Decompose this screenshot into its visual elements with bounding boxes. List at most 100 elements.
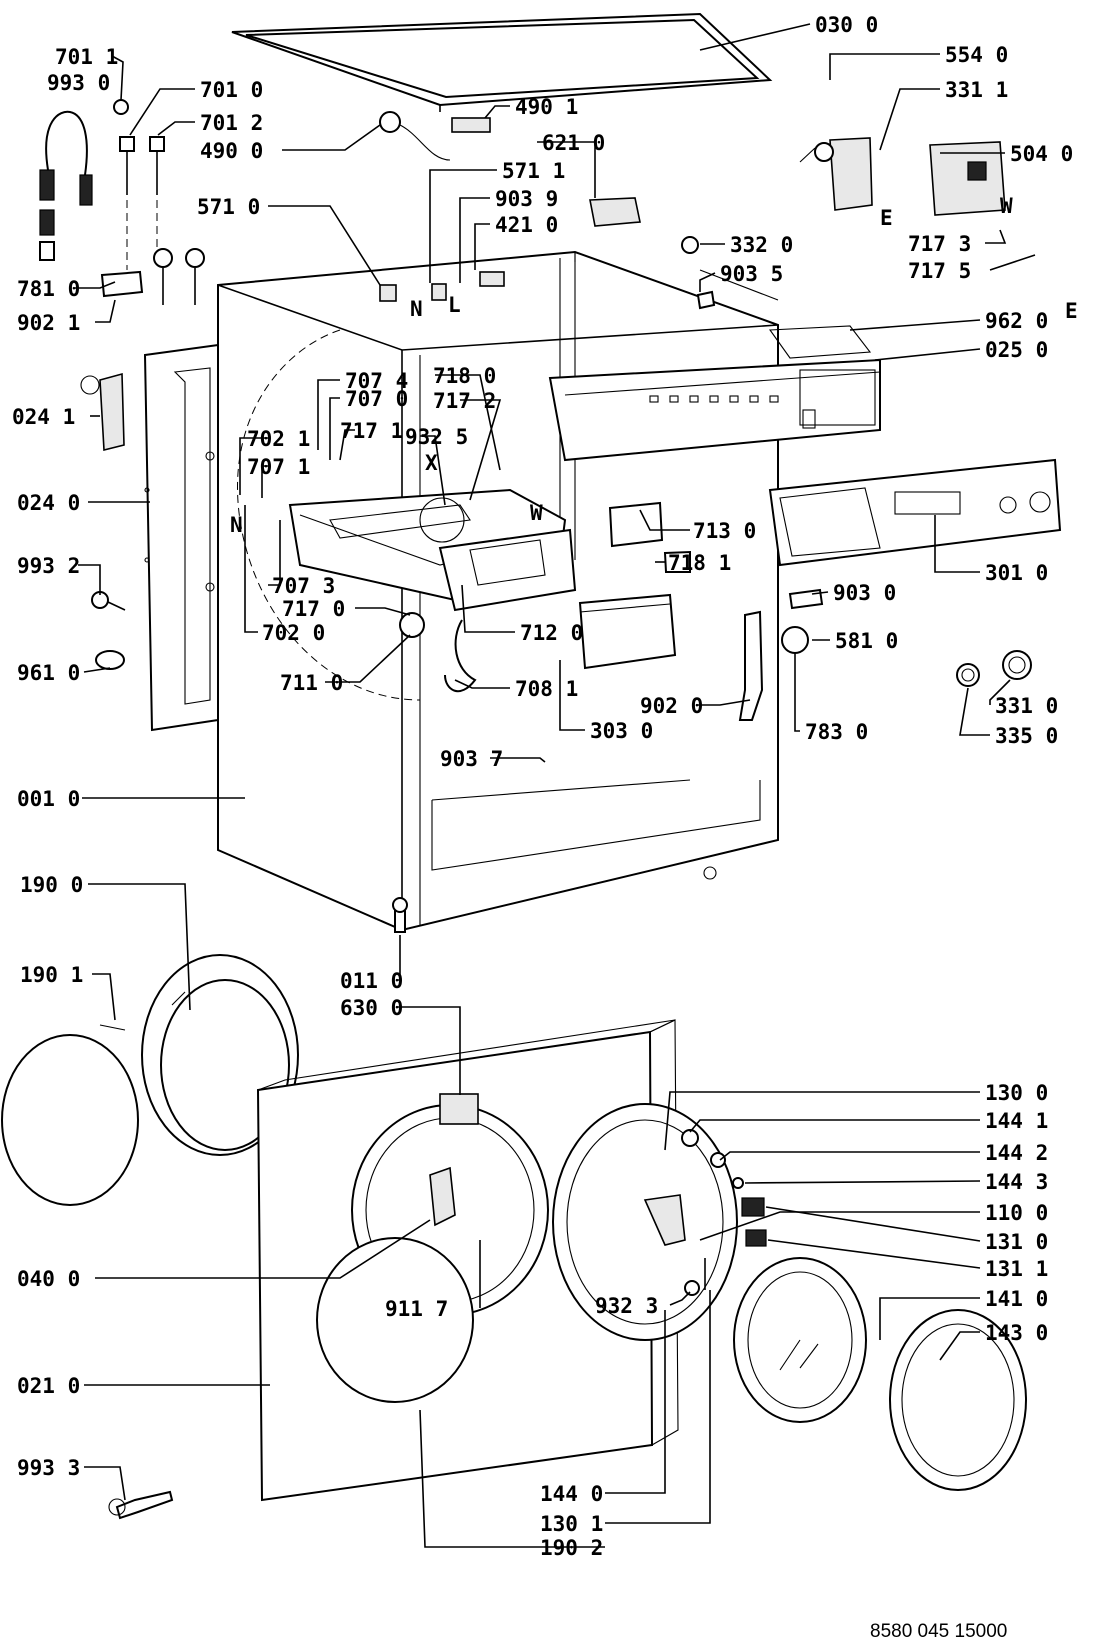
label-144-1: 144 1 <box>985 1109 1048 1133</box>
pressure-switch <box>781 626 809 720</box>
label-621-0: 621 0 <box>542 131 605 155</box>
label-903-0: 903 0 <box>833 581 896 605</box>
label-717-0: 717 0 <box>282 597 345 621</box>
valves-and-hoses <box>39 99 205 305</box>
dispenser-drawer <box>578 593 677 670</box>
label-144-2: 144 2 <box>985 1141 1048 1165</box>
label-335-0: 335 0 <box>995 724 1058 748</box>
label-190-2: 190 2 <box>540 1536 603 1560</box>
label-962-0: 962 0 <box>985 309 1048 333</box>
label-707-3: 707 3 <box>272 574 335 598</box>
label-903-9: 903 9 <box>495 187 558 211</box>
label-630-0: 630 0 <box>340 996 403 1020</box>
marker-e-2: E <box>1065 299 1078 323</box>
label-144-3: 144 3 <box>985 1170 1048 1194</box>
label-718-0: 718 0 <box>433 364 496 388</box>
label-902-0: 902 0 <box>640 694 703 718</box>
label-110-0: 110 0 <box>985 1201 1048 1225</box>
label-141-0: 141 0 <box>985 1287 1048 1311</box>
label-040-0: 040 0 <box>17 1267 80 1291</box>
label-024-1: 024 1 <box>12 405 75 429</box>
part-labels: 030 0 554 0 331 1 504 0 701 1 993 0 701 … <box>12 13 1073 1560</box>
label-717-3: 717 3 <box>908 232 971 256</box>
label-993-3: 993 3 <box>17 1456 80 1480</box>
marker-w-2: W <box>530 501 543 525</box>
label-490-1: 490 1 <box>515 95 578 119</box>
label-702-1: 702 1 <box>247 427 310 451</box>
label-331-0: 331 0 <box>995 694 1058 718</box>
hinge-screws <box>681 1129 744 1296</box>
label-701-1: 701 1 <box>55 45 118 69</box>
label-504-0: 504 0 <box>1010 142 1073 166</box>
document-number: 8580 045 15000 <box>870 1621 1007 1642</box>
label-701-2: 701 2 <box>200 111 263 135</box>
label-903-5: 903 5 <box>720 262 783 286</box>
label-717-1: 717 1 <box>340 419 403 443</box>
label-718-1: 718 1 <box>668 551 731 575</box>
label-993-0: 993 0 <box>47 71 110 95</box>
label-932-3: 932 3 <box>595 1294 658 1318</box>
label-702-0: 702 0 <box>262 621 325 645</box>
label-707-1: 707 1 <box>247 455 310 479</box>
label-581-0: 581 0 <box>835 629 898 653</box>
label-712-0: 712 0 <box>520 621 583 645</box>
marker-l-top: L <box>448 293 461 317</box>
small-top-components <box>379 111 824 610</box>
misc-small-parts <box>91 591 408 1520</box>
label-911-7: 911 7 <box>385 1297 448 1321</box>
label-131-1: 131 1 <box>985 1257 1048 1281</box>
label-144-0: 144 0 <box>540 1482 603 1506</box>
label-707-4: 707 4 <box>345 369 408 393</box>
door-assembly-rear <box>1 954 299 1206</box>
label-490-0: 490 0 <box>200 139 263 163</box>
label-331-1: 331 1 <box>945 78 1008 102</box>
label-190-0: 190 0 <box>20 873 83 897</box>
door-glass-and-ring <box>733 1257 1027 1491</box>
label-701-0: 701 0 <box>200 78 263 102</box>
marker-w-1: W <box>1000 194 1013 218</box>
label-024-0: 024 0 <box>17 491 80 515</box>
label-011-0: 011 0 <box>340 969 403 993</box>
knobs <box>956 650 1032 687</box>
top-cover <box>231 12 773 112</box>
rear-panel <box>143 343 219 732</box>
label-993-2: 993 2 <box>17 554 80 578</box>
marker-x: X <box>425 451 438 475</box>
label-130-0: 130 0 <box>985 1081 1048 1105</box>
label-711-0: 711 0 <box>280 671 343 695</box>
label-717-2: 717 2 <box>433 389 496 413</box>
label-143-0: 143 0 <box>985 1321 1048 1345</box>
marker-n-left: N <box>230 513 243 537</box>
marker-e-1: E <box>880 206 893 230</box>
label-961-0: 961 0 <box>17 661 80 685</box>
label-190-1: 190 1 <box>20 963 83 987</box>
label-707-0: 707 0 <box>345 387 408 411</box>
label-932-5: 932 5 <box>405 425 468 449</box>
label-332-0: 332 0 <box>730 233 793 257</box>
label-030-0: 030 0 <box>815 13 878 37</box>
label-303-0: 303 0 <box>590 719 653 743</box>
door-frame-inner <box>552 1103 767 1341</box>
bracket-902-0 <box>738 610 764 721</box>
label-301-0: 301 0 <box>985 561 1048 585</box>
label-713-0: 713 0 <box>693 519 756 543</box>
electronic-module <box>799 137 1006 216</box>
label-001-0: 001 0 <box>17 787 80 811</box>
label-554-0: 554 0 <box>945 43 1008 67</box>
inlet-hose <box>444 619 477 693</box>
label-903-7: 903 7 <box>440 747 503 771</box>
marker-n-top: N <box>410 297 423 321</box>
label-421-0: 421 0 <box>495 213 558 237</box>
label-130-1: 130 1 <box>540 1512 603 1536</box>
rear-bracket-024-1 <box>80 372 125 452</box>
label-131-0: 131 0 <box>985 1230 1048 1254</box>
label-783-0: 783 0 <box>805 720 868 744</box>
letter-markers: N L E W E X W N <box>230 194 1078 537</box>
control-panel-frame <box>548 325 881 462</box>
label-571-0: 571 0 <box>197 195 260 219</box>
label-571-1: 571 1 <box>502 159 565 183</box>
label-021-0: 021 0 <box>17 1374 80 1398</box>
front-control-panel <box>768 458 1062 567</box>
label-717-5: 717 5 <box>908 259 971 283</box>
